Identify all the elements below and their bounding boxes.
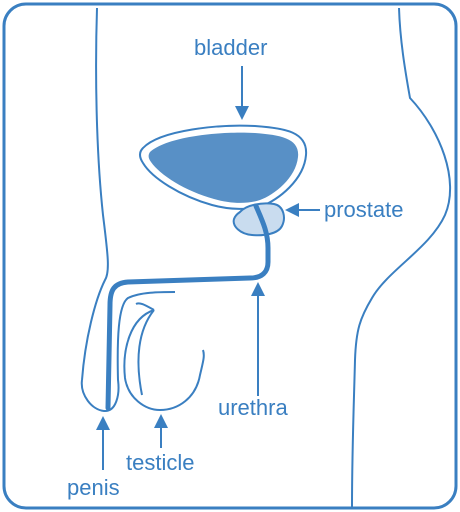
scrotum-top-line (136, 303, 154, 310)
testicle-label: testicle (126, 452, 194, 474)
body-outline-front (82, 8, 108, 380)
body-outline-back (352, 8, 450, 507)
bladder-label: bladder (194, 37, 267, 59)
penis-outline (82, 292, 175, 411)
urethra-label: urethra (218, 397, 288, 419)
testicle-outline (124, 310, 203, 410)
urethra-path (108, 206, 268, 408)
scrotum-inner-line (138, 310, 154, 395)
bladder-pointer (235, 66, 249, 120)
testicle-pointer (154, 414, 168, 448)
penis-label: penis (67, 477, 120, 499)
frame-border (4, 4, 456, 508)
penis-pointer (96, 416, 110, 470)
bladder-fill (149, 133, 299, 203)
prostate-label: prostate (324, 199, 404, 221)
urethra-pointer (251, 282, 265, 396)
prostate-pointer (285, 203, 320, 217)
